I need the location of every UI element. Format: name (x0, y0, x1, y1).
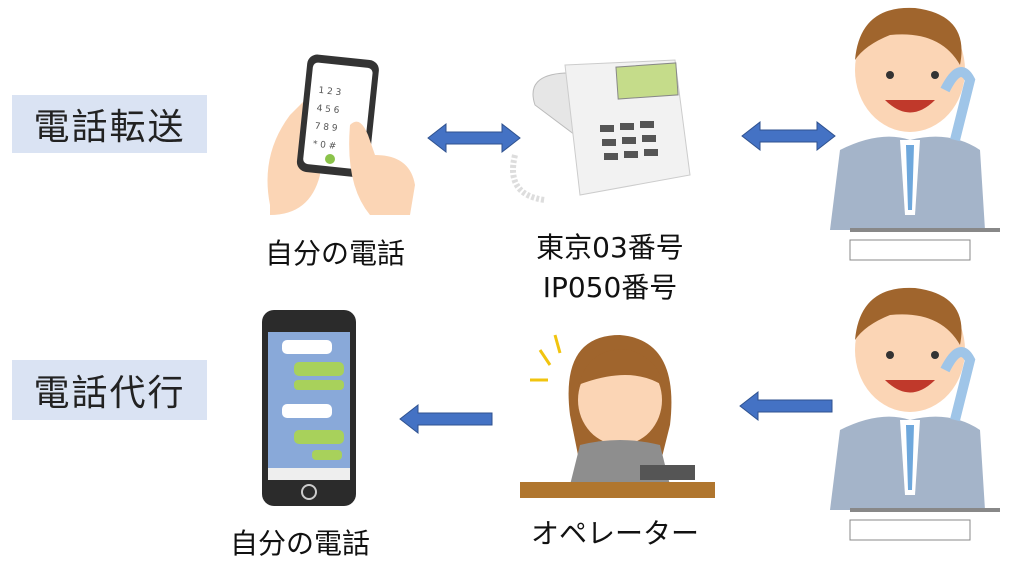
office-phone-icon (510, 59, 691, 203)
double-arrow-icon (427, 122, 521, 154)
hand-phone-icon: 1 2 3 4 5 6 7 8 9 * 0 # (267, 54, 415, 215)
operator-woman-icon (520, 334, 715, 498)
caller-man-icon (830, 7, 1000, 261)
double-arrow-icon (741, 120, 836, 152)
caption-number-line2: IP050番号 (542, 271, 678, 304)
caption-number-line1: 東京03番号 (536, 231, 684, 264)
smartphone-chat-icon (262, 310, 356, 506)
svg-text:7 8 9: 7 8 9 (314, 122, 338, 134)
svg-text:1 2 3: 1 2 3 (318, 86, 342, 98)
svg-text:* 0 #: * 0 # (312, 140, 336, 152)
caption-my-phone-bottom: 自分の電話 (229, 527, 370, 560)
left-arrow-icon (739, 390, 833, 422)
svg-text:4 5 6: 4 5 6 (316, 104, 340, 116)
caption-my-phone-top: 自分の電話 (264, 237, 405, 270)
row-label-forwarding: 電話転送 (12, 95, 207, 153)
caller-man-icon (830, 287, 1000, 541)
caption-operator: オペレーター (530, 517, 699, 550)
left-arrow-icon (399, 403, 493, 435)
row-label-answering: 電話代行 (12, 360, 207, 420)
